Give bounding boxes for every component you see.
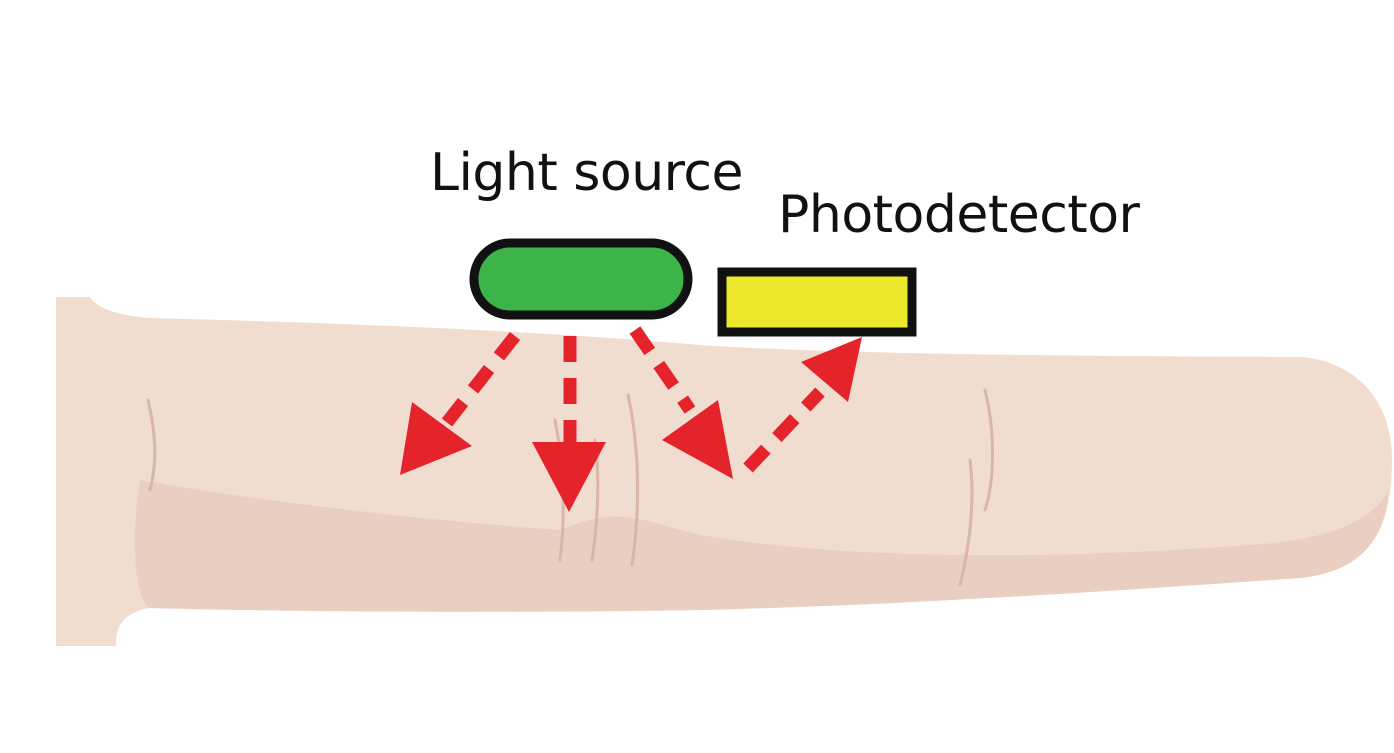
light-path-arrow-icon xyxy=(400,402,472,475)
photodetector-sensor-icon xyxy=(717,267,917,337)
light-path-arrow-left-line xyxy=(439,331,521,430)
finger-crease-6 xyxy=(958,458,974,587)
light-path-arrow-icon xyxy=(662,400,733,479)
light-path-arrows xyxy=(400,326,862,512)
light-path-arrow-icon xyxy=(532,442,606,512)
finger-shadow xyxy=(134,480,1389,612)
light-path-arrow-return-line xyxy=(743,387,825,473)
photodetector-label: Photodetector xyxy=(778,185,1141,245)
finger-crease-1 xyxy=(146,398,157,492)
light-path-arrow-icon xyxy=(801,337,862,402)
finger-crease-5 xyxy=(983,388,994,512)
light-path-arrow-right-line xyxy=(629,326,696,414)
light-source-led-icon xyxy=(469,238,693,320)
finger-crease-4 xyxy=(626,393,640,567)
light-source-label: Light source xyxy=(430,143,743,203)
